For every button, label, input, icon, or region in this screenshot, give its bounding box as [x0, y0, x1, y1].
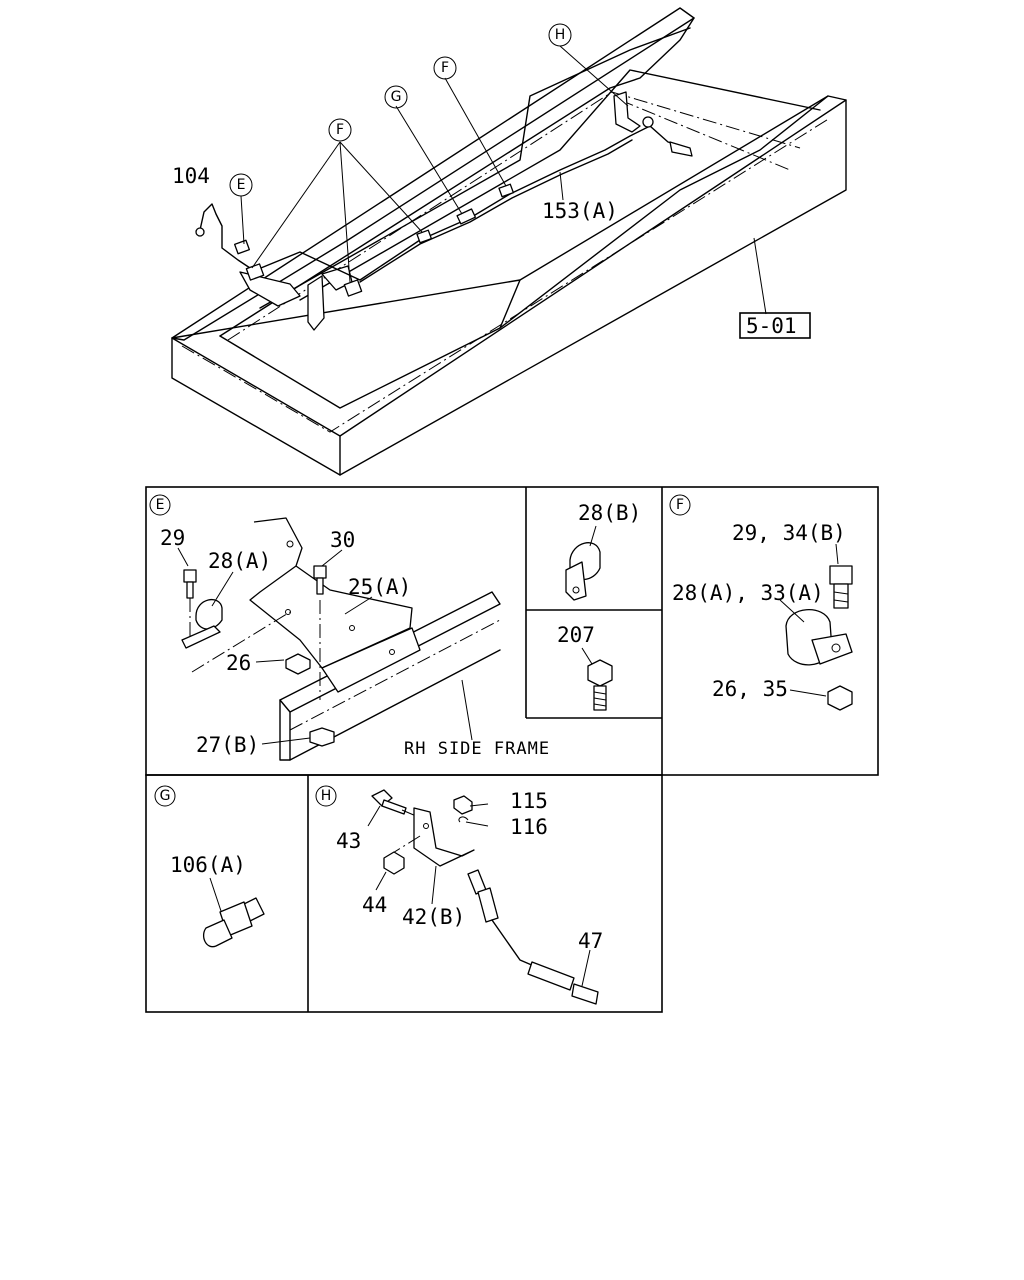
label-115: 115: [510, 789, 548, 813]
label-28a: 28(A): [208, 549, 271, 573]
label-116: 116: [510, 815, 548, 839]
callout-f-main: F: [328, 118, 352, 142]
panel-207: 207: [557, 623, 613, 711]
panel-28b: 28(B): [565, 501, 641, 601]
overview-leaders: [240, 45, 767, 315]
label-28a-33a: 28(A), 33(A): [672, 581, 824, 605]
detail-panel-borders: [145, 486, 879, 1013]
label-153a: 153(A): [542, 199, 618, 223]
svg-text:F: F: [676, 497, 684, 513]
label-29: 29: [160, 526, 185, 550]
label-47: 47: [578, 929, 603, 953]
label-207: 207: [557, 623, 595, 647]
panel-f: F 29, 34(B) 28(A), 33(A) 26, 35: [669, 494, 853, 711]
label-42b: 42(B): [402, 905, 465, 929]
label-28b: 28(B): [578, 501, 641, 525]
svg-text:G: G: [391, 89, 402, 105]
label-26: 26: [226, 651, 251, 675]
svg-text:E: E: [156, 497, 165, 513]
reference-box-5-01[interactable]: 5-01: [739, 312, 811, 339]
callout-f-top: F: [433, 56, 457, 80]
panel-h: H 115 116 43 44 42(B) 47: [315, 785, 603, 1005]
label-29-34b: 29, 34(B): [732, 521, 846, 545]
svg-text:H: H: [555, 27, 566, 43]
label-26-35: 26, 35: [712, 677, 788, 701]
label-43: 43: [336, 829, 361, 853]
label-30: 30: [330, 528, 355, 552]
label-27b: 27(B): [196, 733, 259, 757]
panel-e: E RH SIDE FRAME: [149, 494, 550, 761]
label-44: 44: [362, 893, 387, 917]
svg-text:F: F: [441, 60, 449, 76]
callout-g-overview: G: [384, 85, 408, 109]
svg-text:G: G: [160, 788, 171, 804]
callout-h-overview: H: [548, 23, 572, 47]
svg-text:5-01: 5-01: [746, 314, 797, 338]
svg-text:E: E: [237, 177, 246, 193]
rh-side-frame-text: RH SIDE FRAME: [404, 739, 550, 759]
label-25a: 25(A): [348, 575, 411, 599]
label-104: 104: [172, 164, 210, 188]
panel-g: G 106(A): [154, 785, 265, 948]
label-106a: 106(A): [170, 853, 246, 877]
svg-text:F: F: [336, 122, 344, 138]
svg-text:H: H: [321, 788, 332, 804]
overview-frame-drawing: [171, 7, 847, 476]
callout-e-overview: E: [229, 173, 253, 197]
